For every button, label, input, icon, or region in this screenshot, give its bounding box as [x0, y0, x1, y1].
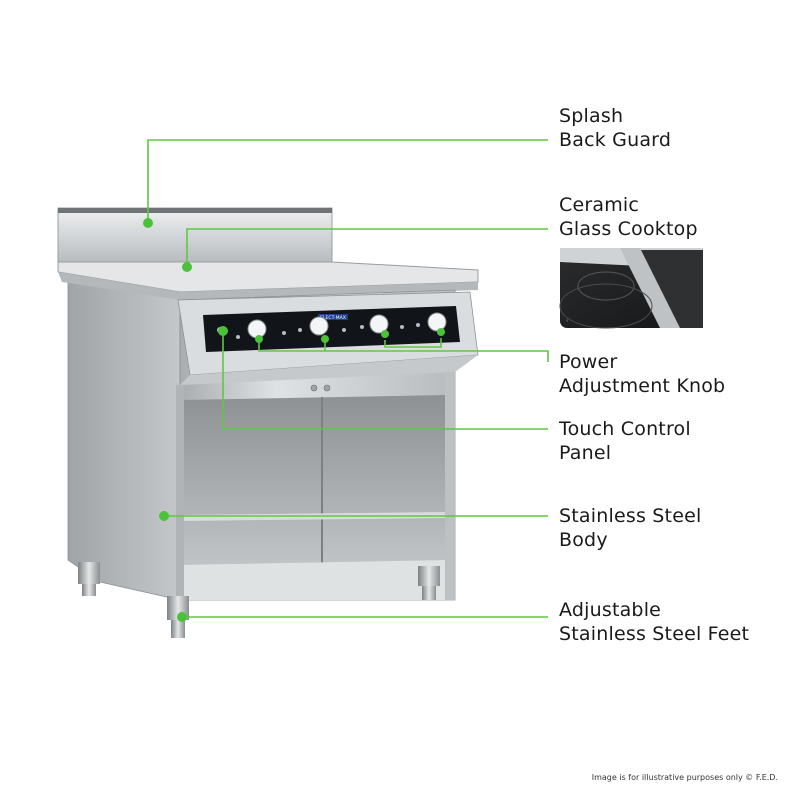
brand-badge: [318, 314, 348, 320]
label-adjustable-feet: Adjustable Stainless Steel Feet: [559, 599, 749, 646]
knob: [247, 319, 267, 339]
label-ceramic-glass-cooktop: Ceramic Glass Cooktop: [559, 194, 698, 241]
knob: [309, 316, 329, 336]
label-line: Power: [559, 351, 618, 373]
knob: [369, 314, 389, 334]
callout-power-knob: [258, 340, 549, 362]
brand-badge-text: ELECT-MAX: [320, 315, 346, 321]
open-storage-cavity: [180, 395, 448, 575]
touch-control-panel: [203, 306, 460, 352]
label-line: Adjustment Knob: [559, 374, 726, 397]
callout-splash-back-guard: [147, 139, 548, 223]
label-power-adjustment-knob: Power Adjustment Knob: [559, 351, 725, 398]
label-line: Panel: [559, 441, 612, 464]
callout-touch-panel: [222, 331, 548, 430]
label-line: Ceramic: [559, 194, 640, 216]
callout-dots: [143, 218, 445, 622]
label-splash-back-guard: Splash Back Guard: [559, 105, 671, 152]
callout-lines: [147, 139, 549, 618]
body-left-side: [57, 261, 181, 601]
label-line: Adjustable: [559, 599, 662, 621]
label-touch-control-panel: Touch Control Panel: [559, 418, 691, 465]
induction-range-illustration: ELECT-MAX: [57, 207, 479, 638]
callout-cooktop: [186, 228, 548, 267]
label-line: Body: [559, 528, 608, 551]
label-line: Back Guard: [559, 128, 672, 151]
knob: [427, 312, 447, 332]
splash-back-guard: [57, 207, 333, 263]
label-stainless-steel-body: Stainless Steel Body: [559, 505, 701, 552]
illustrative-disclaimer: Image is for illustrative purposes only …: [591, 773, 778, 782]
svg-text:ᵍ: ᵍ: [566, 319, 568, 325]
label-line: Splash: [559, 105, 624, 127]
label-line: Stainless Steel: [559, 505, 702, 527]
label-line: Touch Control: [559, 418, 691, 440]
cooktop-inset-photo: ᵍ: [559, 248, 703, 329]
power-adjustment-knobs: [247, 312, 447, 339]
label-line: Glass Cooktop: [559, 217, 698, 240]
label-line: Stainless Steel Feet: [559, 622, 750, 645]
